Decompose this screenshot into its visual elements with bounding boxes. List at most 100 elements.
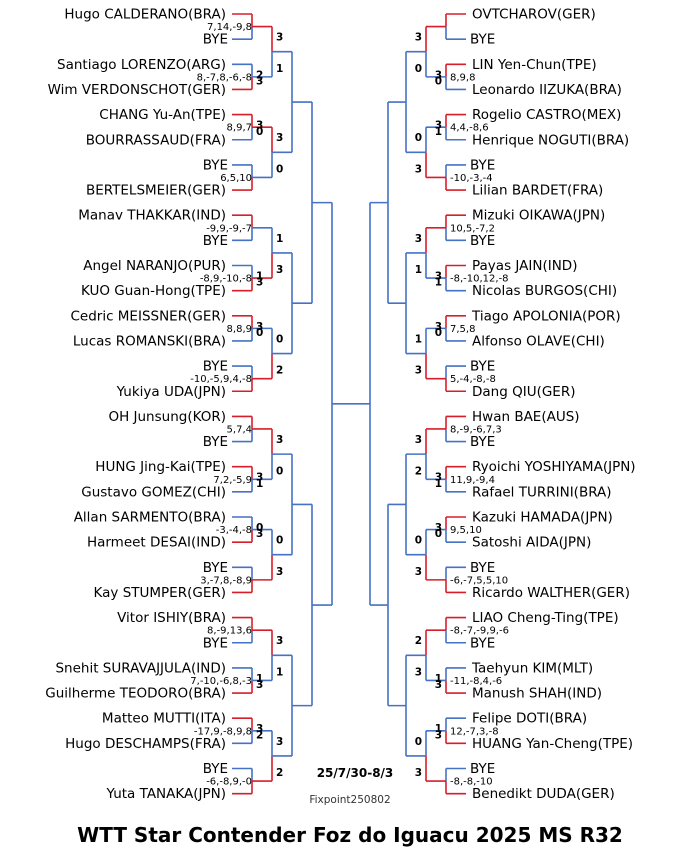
bye-slot: BYE (203, 233, 228, 249)
game-scores: 8,9,7 (227, 123, 252, 134)
bye-slot: BYE (203, 32, 228, 48)
player-name: Ryoichi YOSHIYAMA(JPN) (472, 459, 636, 475)
player-name: Wim VERDONSCHOT(GER) (48, 82, 226, 98)
player-name: Santiago LORENZO(ARG) (57, 57, 226, 73)
player-name: CHANG Yu-An(TPE) (99, 107, 226, 123)
set-score: 3 (415, 233, 422, 245)
set-score: 3 (276, 635, 283, 647)
set-score: 3 (256, 277, 263, 289)
player-name: Lucas ROMANSKI(BRA) (73, 333, 226, 349)
player-name: Yukiya UDA(JPN) (116, 384, 226, 400)
set-score: 0 (256, 327, 263, 339)
game-scores: 8,8,9 (227, 324, 252, 335)
bye-slot: BYE (203, 359, 228, 375)
set-score: 0 (276, 163, 283, 175)
player-name: Angel NARANJO(PUR) (83, 258, 226, 274)
game-scores: -8,9,-10,-8 (200, 274, 252, 285)
set-score: 2 (415, 465, 422, 477)
player-name: Matteo MUTTI(ITA) (102, 711, 226, 727)
set-score: 0 (256, 522, 263, 534)
game-scores: 5,-4,-8,-8 (450, 374, 496, 385)
player-name: LIAO Cheng-Ting(TPE) (472, 610, 619, 626)
player-name: Yuta TANAKA(JPN) (106, 786, 226, 802)
set-score: 0 (435, 528, 442, 540)
player-name: Cedric MEISSNER(GER) (70, 308, 226, 324)
set-score: 3 (256, 472, 263, 484)
player-name: Rafael TURRINI(BRA) (472, 484, 612, 500)
game-scores: 8,9,8 (450, 72, 475, 83)
game-scores: -6,-8,9,-0 (206, 777, 252, 788)
bye-slot: BYE (470, 635, 495, 651)
bye-slot: BYE (470, 359, 495, 375)
game-scores: -8,-10,12,-8 (450, 274, 509, 285)
set-score: 3 (435, 271, 442, 283)
player-name: Henrique NOGUTI(BRA) (472, 132, 629, 148)
player-name: Alfonso OLAVE(CHI) (472, 333, 605, 349)
player-name: LIN Yen-Chun(TPE) (472, 57, 597, 73)
player-name: Hugo DESCHAMPS(FRA) (65, 736, 226, 752)
set-score: 3 (415, 365, 422, 377)
set-score: 2 (256, 69, 263, 81)
player-name: Kay STUMPER(GER) (94, 585, 226, 601)
player-name: HUANG Yan-Cheng(TPE) (472, 736, 633, 752)
player-name: HUNG Jing-Kai(TPE) (95, 459, 226, 475)
player-name: Manush SHAH(IND) (472, 686, 602, 702)
game-scores: 6,5,10 (220, 173, 252, 184)
player-name: Vitor ISHIY(BRA) (117, 610, 226, 626)
player-name: Tiago APOLONIA(POR) (471, 308, 621, 324)
player-name: Taehyun KIM(MLT) (471, 660, 593, 676)
set-score: 0 (256, 126, 263, 138)
game-scores: 3,-7,8,-8,9 (200, 575, 252, 586)
player-name: Payas JAIN(IND) (472, 258, 577, 274)
bracket-labels: Hugo CALDERANO(BRA) BYE Santiago LORENZO(A… (45, 7, 635, 803)
set-score: 3 (256, 723, 263, 735)
player-name: Ricardo WALTHER(GER) (472, 585, 630, 601)
set-score: 2 (415, 635, 422, 647)
bye-slot: BYE (470, 157, 495, 173)
set-score: 1 (415, 333, 422, 345)
player-name: Gustavo GOMEZ(CHI) (81, 484, 226, 500)
bye-slot: BYE (470, 434, 495, 450)
bye-slot: BYE (203, 761, 228, 777)
set-score: 1 (276, 666, 283, 678)
bracket-lines (232, 13, 466, 795)
set-score: 1 (276, 233, 283, 245)
set-score: 0 (435, 75, 442, 87)
game-scores: -3,-4,-8 (216, 525, 252, 536)
player-name: Guilherme TEODORO(BRA) (45, 686, 226, 702)
set-score: 1 (256, 271, 263, 283)
set-score: 0 (415, 535, 422, 547)
set-score: 0 (415, 132, 422, 144)
set-score: 0 (415, 736, 422, 748)
game-scores: 10,5,-7,2 (450, 223, 495, 234)
set-score: 3 (276, 32, 283, 44)
set-score: 1 (435, 673, 442, 685)
set-score: 3 (435, 729, 442, 741)
game-scores: -11,-8,4,-6 (450, 676, 502, 687)
set-score: 1 (256, 478, 263, 490)
player-name: Allan SARMENTO(BRA) (74, 510, 226, 526)
set-score: 3 (415, 666, 422, 678)
game-scores: 8,-9,13,6 (207, 626, 252, 637)
game-scores: 4,4,-8,6 (450, 123, 489, 134)
set-score: 0 (276, 333, 283, 345)
player-name: Hugo CALDERANO(BRA) (64, 7, 226, 23)
game-scores: 7,14,-9,8 (207, 22, 252, 33)
player-name: Mizuki OIKAWA(JPN) (472, 208, 605, 224)
bye-slot: BYE (470, 761, 495, 777)
player-name: Benedikt DUDA(GER) (472, 786, 615, 802)
set-score: 3 (256, 75, 263, 87)
game-scores: 8,-7,8,-6,-8 (197, 72, 252, 83)
game-scores: 9,5,10 (450, 525, 482, 536)
set-score: 3 (435, 679, 442, 691)
game-scores: 12,-7,3,-8 (450, 726, 499, 737)
set-score: 2 (276, 767, 283, 779)
set-score: 1 (276, 63, 283, 75)
player-name: OVTCHAROV(GER) (472, 7, 596, 23)
player-name: Rogelio CASTRO(MEX) (472, 107, 621, 123)
set-score: 3 (276, 434, 283, 446)
set-score: 3 (276, 736, 283, 748)
game-scores: -6,-7,5,5,10 (450, 575, 508, 586)
player-name: Hwan BAE(AUS) (472, 409, 580, 425)
event-dates: 25/7/30-8/3 (317, 766, 394, 780)
